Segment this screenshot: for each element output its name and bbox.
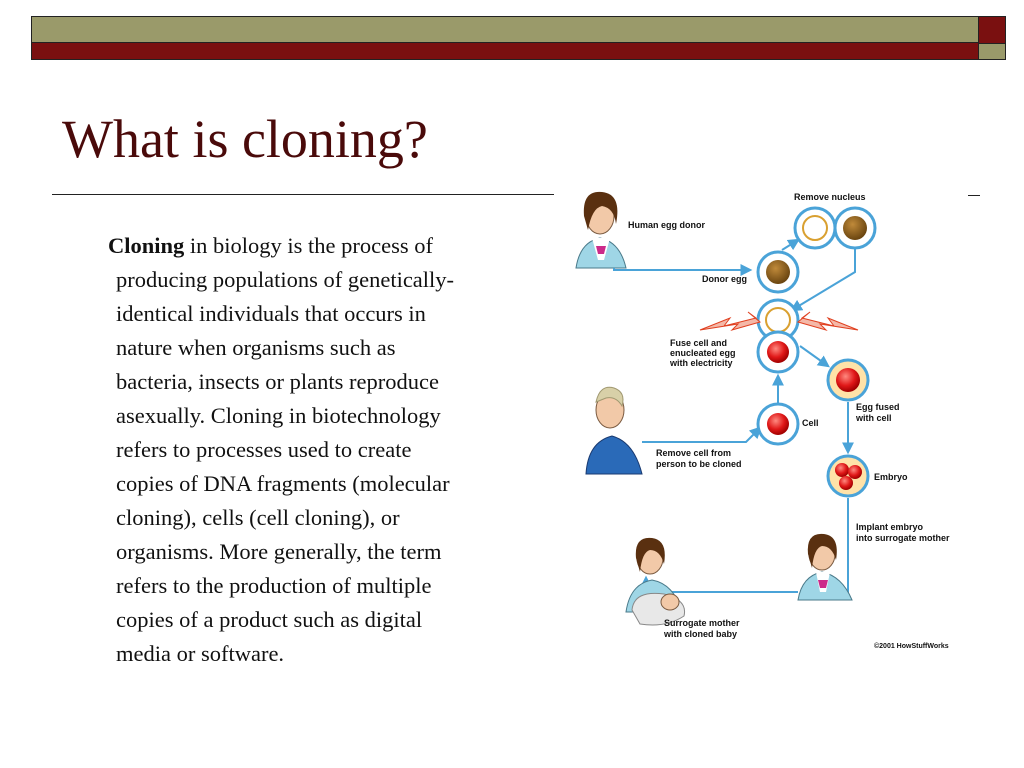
egg-donor-figure	[575, 191, 627, 269]
right-lightning-icon	[796, 311, 859, 332]
embryo-cell	[848, 465, 862, 479]
egg-pair	[793, 206, 877, 250]
corner-maroon-square	[978, 16, 1006, 44]
body-line: cloning), cells (cell cloning), or	[116, 505, 400, 530]
header-maroon-bar	[31, 42, 979, 60]
lead-rest: in biology is the process of	[184, 233, 434, 258]
label-fuse-2: enucleated egg	[670, 348, 736, 358]
mother-with-baby-figure	[625, 537, 686, 626]
body-line: media or software.	[116, 641, 285, 666]
egg-fused-core	[836, 368, 860, 392]
embryo	[826, 454, 870, 498]
left-lightning-icon	[699, 311, 762, 332]
body-line: asexually. Cloning in biotechnology	[116, 403, 441, 428]
body-line: refers to processes used to create	[116, 437, 412, 462]
arrow-donor-to-egg	[613, 264, 753, 276]
slide-title: What is cloning?	[62, 109, 428, 169]
label-fuse-3: with electricity	[669, 358, 733, 368]
embryo-cell	[839, 476, 853, 490]
label-donor-egg: Donor egg	[702, 274, 747, 284]
body-line: copies of DNA fragments (molecular	[116, 471, 450, 496]
label-fuse-1: Fuse cell and	[670, 338, 727, 348]
body-line: identical individuals that occurs in	[116, 301, 426, 326]
label-implant-2: into surrogate mother	[856, 533, 950, 543]
corner-olive-square	[978, 43, 1006, 60]
label-remove-nucleus: Remove nucleus	[794, 192, 866, 202]
lead-line: Cloning in biology is the process of	[108, 233, 433, 258]
label-implant-1: Implant embryo	[856, 522, 924, 532]
title-underline	[52, 194, 554, 195]
fused-egg-core	[767, 341, 789, 363]
arrow-to-fuse	[789, 248, 856, 312]
label-embryo: Embryo	[874, 472, 908, 482]
person-to-be-cloned-figure	[585, 386, 643, 475]
title-underline-end	[968, 195, 980, 196]
body-line: copies of a product such as digital	[116, 607, 423, 632]
body-cell-core	[767, 413, 789, 435]
body-text: Cloning in biology is the process of pro…	[108, 229, 548, 671]
empty-nucleus	[765, 307, 791, 333]
label-egg-fused-1: Egg fused	[856, 402, 900, 412]
label-remove-cell-1: Remove cell from	[656, 448, 731, 458]
label-egg-fused-2: with cell	[855, 413, 892, 423]
copyright-text: ©2001 HowStuffWorks	[874, 642, 949, 650]
embryo-cell	[835, 463, 849, 477]
label-remove-cell-2: person to be cloned	[656, 459, 742, 469]
cloning-diagram: Human egg donor Remove nucleus Donor egg…	[575, 191, 950, 650]
label-human-egg-donor: Human egg donor	[628, 220, 705, 230]
donor-egg-nucleus	[766, 260, 790, 284]
label-surrogate-2: with cloned baby	[663, 629, 737, 639]
body-line: organisms. More generally, the term	[116, 539, 442, 564]
arrow-person-to-cell	[642, 426, 762, 443]
surrogate-mother-figure	[797, 533, 853, 601]
header-olive-bar	[31, 16, 979, 43]
body-line: bacteria, insects or plants reproduce	[116, 369, 439, 394]
lead-term: Cloning	[108, 233, 185, 258]
body-line: refers to the production of multiple	[116, 573, 432, 598]
body-line: nature when organisms such as	[116, 335, 396, 360]
arrow-egg-up	[781, 238, 801, 251]
label-surrogate-1: Surrogate mother	[664, 618, 740, 628]
label-cell: Cell	[802, 418, 819, 428]
arrow-to-egg-fused	[799, 345, 830, 368]
body-line: producing populations of genetically-	[116, 267, 455, 292]
